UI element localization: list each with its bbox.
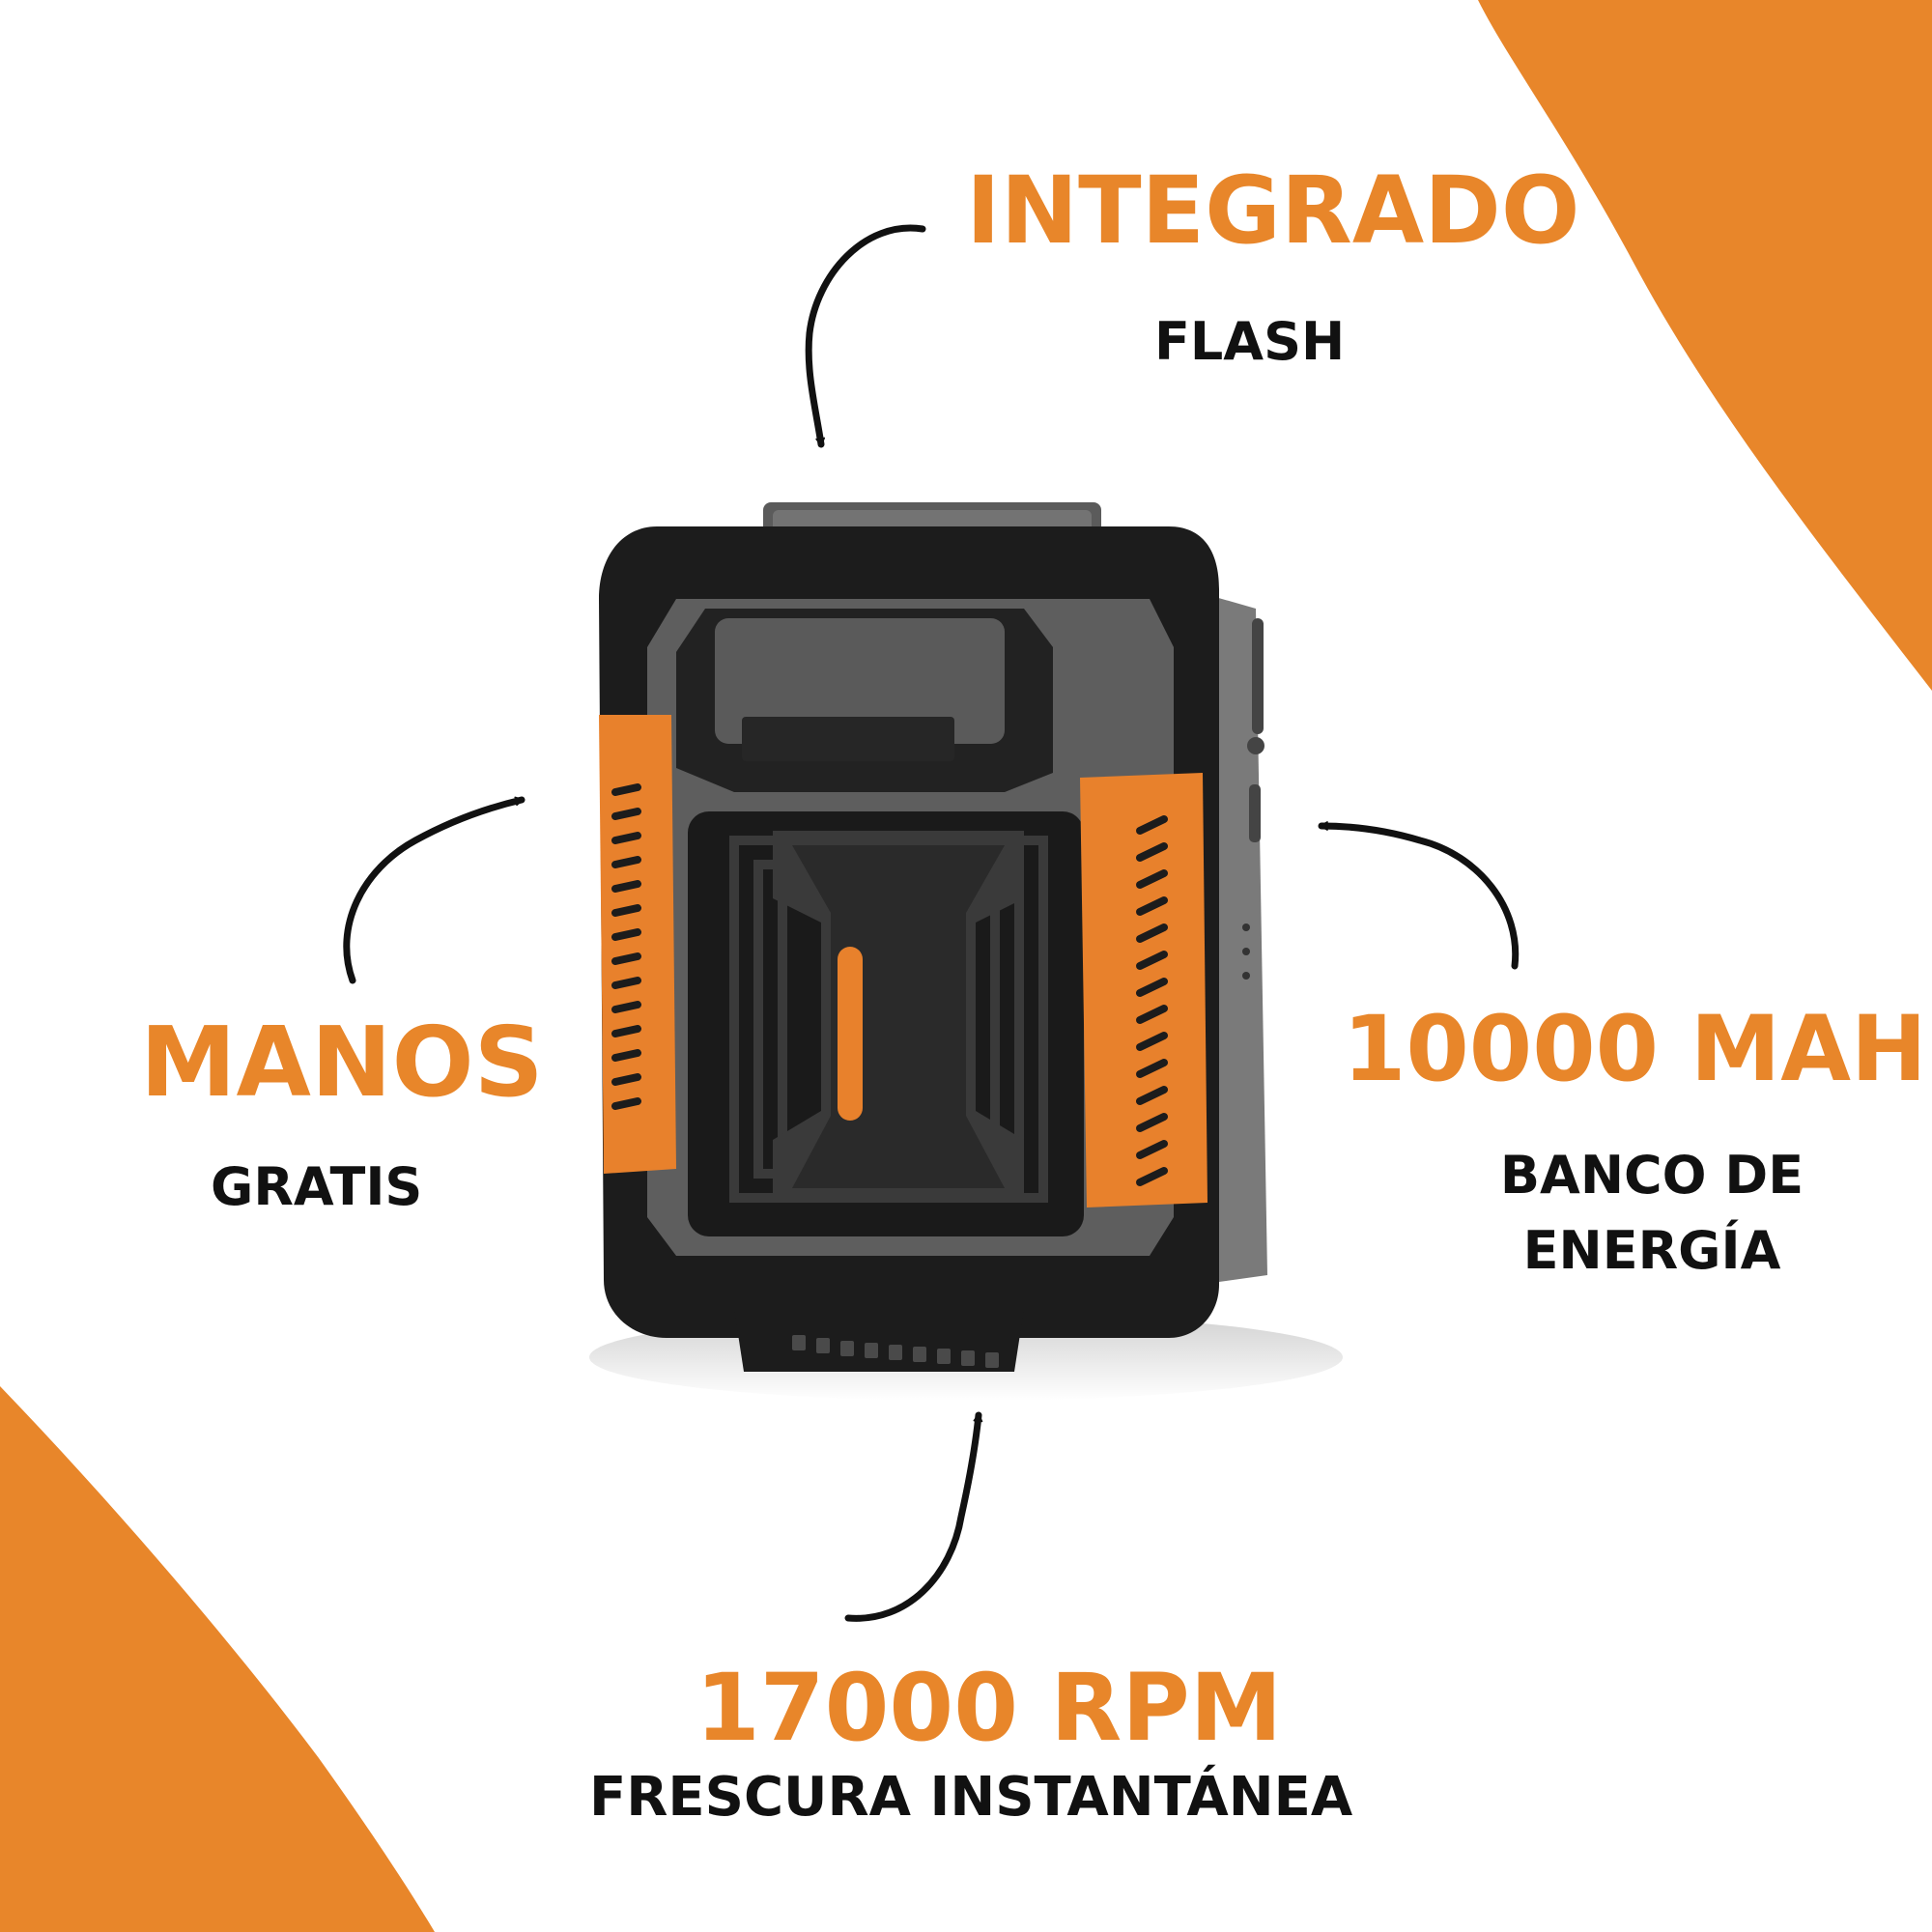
feature-subtitle-gratis: GRATIS [211, 1156, 423, 1217]
feature-title-rpm: 17000 RPM [696, 1654, 1283, 1762]
arrow-left [343, 796, 526, 984]
product-device [589, 502, 1343, 1401]
top-right-orange-shape [1478, 0, 1932, 691]
bottom-left-orange-shape [0, 1386, 435, 1932]
feature-title-integrado: INTEGRADO [966, 156, 1580, 265]
arrow-top [805, 224, 926, 448]
feature-subtitle-power-bank: BANCO DE ENERGÍA [1499, 1145, 1804, 1282]
feature-subtitle-frescura: FRESCURA INSTANTÁNEA [589, 1766, 1353, 1829]
feature-title-manos: MANOS [140, 1006, 544, 1119]
arrow-right [1318, 821, 1520, 970]
feature-subtitle-flash: FLASH [1154, 311, 1346, 372]
arrow-bottom [844, 1411, 983, 1622]
feature-title-battery: 10000 MAH [1343, 997, 1927, 1102]
